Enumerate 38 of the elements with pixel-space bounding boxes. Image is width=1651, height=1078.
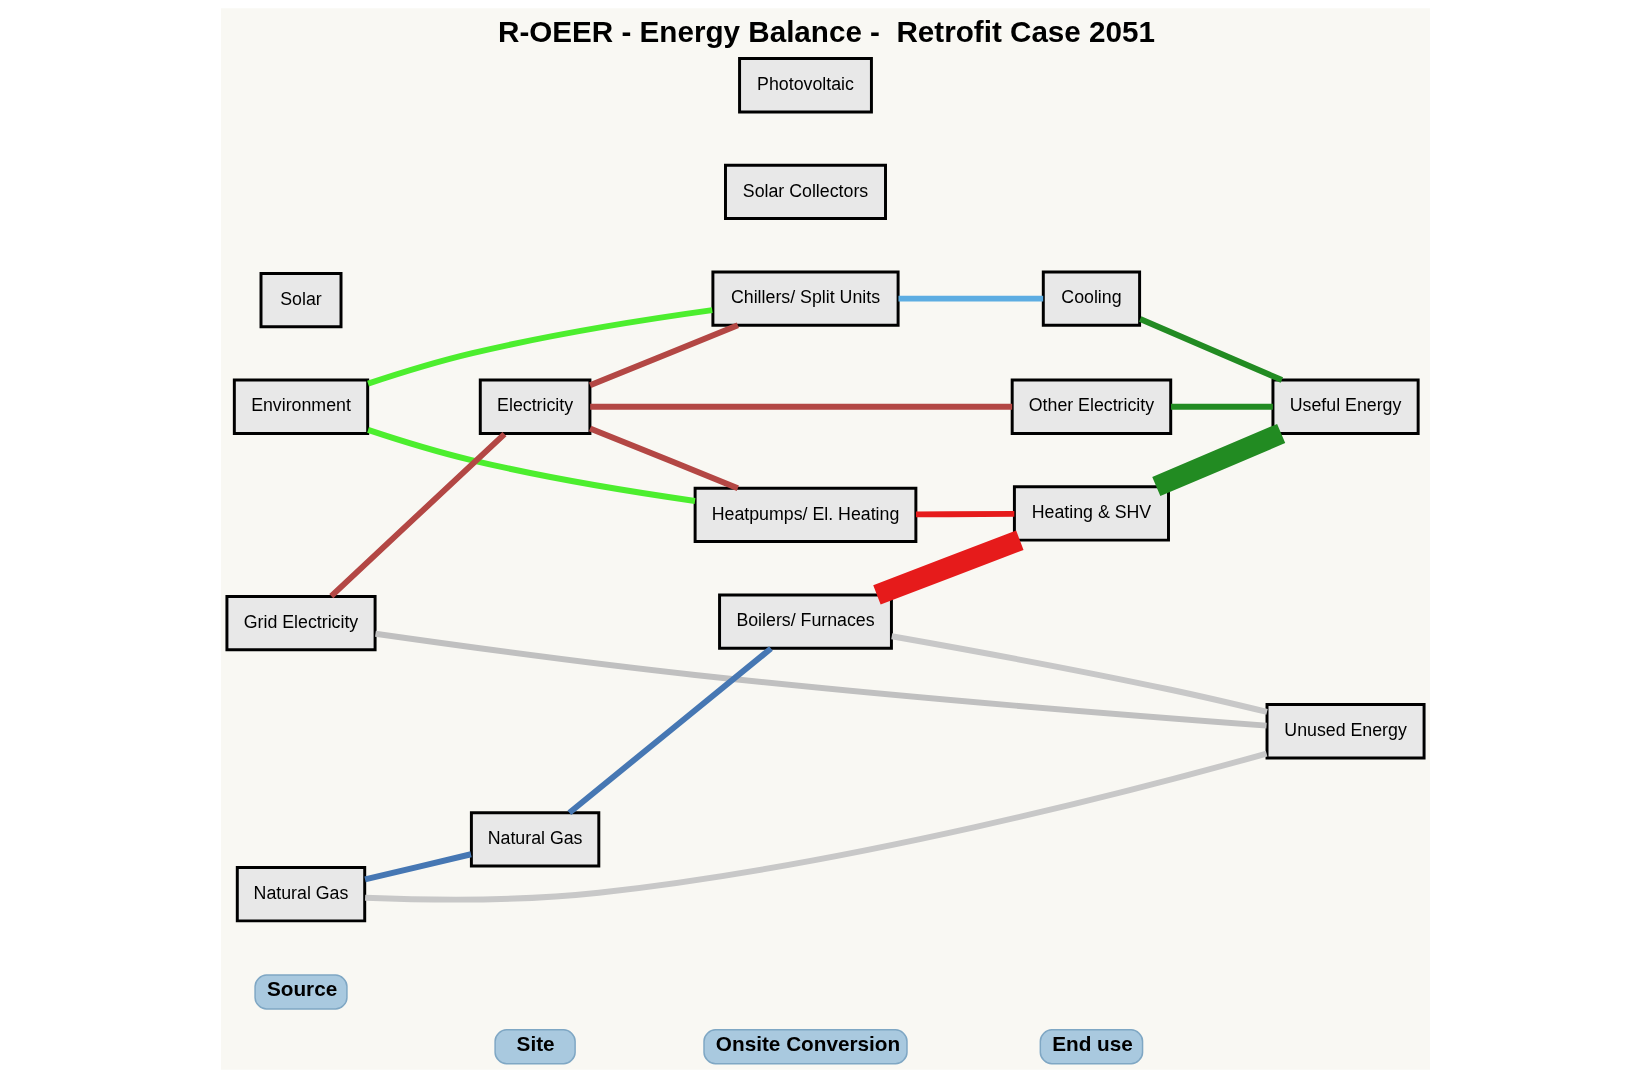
node-box: Cooling — [1041, 270, 1142, 327]
connector — [1152, 423, 1286, 497]
connector — [915, 510, 1015, 518]
node-box: Unused Energy — [1265, 703, 1426, 760]
node-box: End use — [1039, 1029, 1144, 1065]
connector — [365, 750, 1268, 903]
node-box: Solar — [259, 271, 343, 329]
connector — [873, 530, 1024, 605]
connector — [1139, 316, 1284, 383]
node-box: Heating & SHV — [1012, 485, 1170, 542]
connector — [891, 633, 1268, 715]
connector — [588, 322, 739, 388]
node-box: Site — [494, 1029, 576, 1065]
node-box: Boilers/ Furnaces — [718, 593, 893, 650]
node-box: Chillers/ Split Units — [711, 270, 900, 327]
node-box: Natural Gas — [469, 811, 601, 868]
diagram-title: R-OEER - Energy Balance - Retrofit Case 2051 — [498, 15, 1155, 49]
connector — [567, 646, 773, 815]
connector — [367, 307, 713, 387]
node-box: Natural Gas — [235, 866, 367, 923]
connector — [898, 295, 1044, 302]
node-box: Heatpumps/ El. Heating — [693, 486, 918, 544]
node-box: Solar Collectors — [724, 163, 887, 221]
connector — [329, 431, 507, 599]
connector — [588, 425, 739, 491]
connector — [590, 403, 1013, 410]
connector — [1171, 403, 1273, 410]
connector — [375, 630, 1267, 729]
node-box: Onsite Conversion — [703, 1029, 908, 1065]
node-box: Useful Energy — [1271, 378, 1420, 435]
node-box: Other Electricity — [1010, 378, 1173, 435]
connector — [367, 427, 696, 504]
node-box: Grid Electricity — [225, 594, 377, 652]
connector — [364, 851, 472, 883]
node-box: Source — [254, 974, 348, 1010]
node-box: Environment — [232, 378, 370, 435]
node-box: Photovoltaic — [738, 57, 873, 114]
node-box: Electricity — [478, 378, 592, 435]
